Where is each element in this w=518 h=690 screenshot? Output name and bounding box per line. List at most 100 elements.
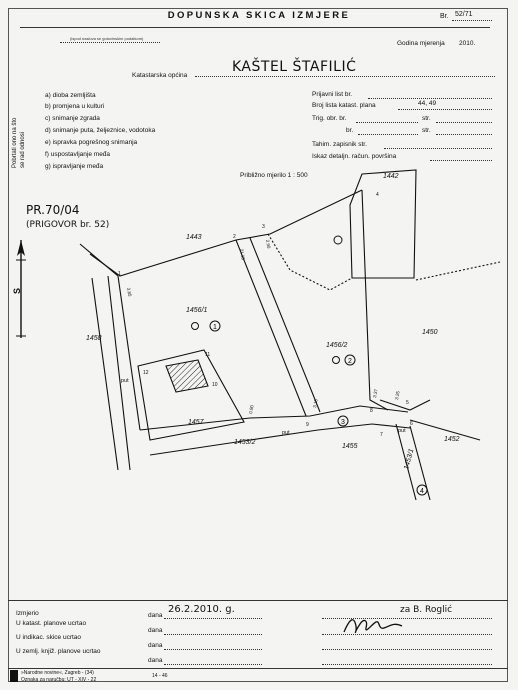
circle-1-label: 1 — [213, 324, 217, 331]
west-boundary-1456-1 — [117, 275, 141, 431]
dana-label-4: dana — [148, 657, 163, 664]
br2-str-line — [436, 134, 492, 135]
publisher-logo-icon — [10, 670, 18, 682]
signature-line-4 — [322, 664, 492, 665]
trig-label: Trig. obr. br. — [312, 115, 347, 122]
godina-label: Godina mjerenja — [397, 40, 445, 47]
document-frame — [8, 8, 508, 682]
circle-1 — [209, 320, 221, 332]
caption-line — [60, 42, 160, 43]
dashed-east — [415, 261, 501, 281]
north-arrow-icon — [16, 240, 26, 338]
br2-label: br. — [346, 127, 354, 134]
parcel-1455: 1455 — [342, 443, 358, 450]
prijavni-label: Prijavni list br. — [312, 91, 353, 98]
point-2: 2 — [233, 234, 236, 240]
parcel-1443: 1443 — [186, 234, 202, 241]
dana-line-2 — [164, 634, 262, 635]
junction-boundary — [379, 399, 431, 411]
measurement-2: 21.15 — [239, 248, 246, 260]
katastarska-label: Katastarska općina — [132, 72, 188, 79]
measurement-3: 2.90 — [265, 239, 272, 249]
northwest-boundary — [79, 243, 119, 277]
road-label-west: put — [121, 378, 129, 384]
dana-line-1 — [164, 618, 262, 619]
trig-str-label: str. — [422, 115, 431, 122]
trig-str-line — [436, 122, 492, 123]
broj-lista-value: 44, 49 — [418, 100, 437, 107]
form-code: Oznaka za naručbu: UT - XIV - 22 — [21, 677, 97, 683]
parcel-1457-boundary — [137, 349, 245, 441]
circle-4 — [416, 484, 428, 496]
purpose-d: d) snimanje puta, željeznice, vodotoka — [45, 127, 156, 134]
point-8: 8 — [370, 408, 373, 414]
house-hatched — [165, 359, 209, 393]
west-road-edge-1 — [91, 277, 119, 471]
parcel-1452-boundary — [409, 419, 481, 441]
point-7: 7 — [380, 432, 383, 438]
signature-line-3 — [322, 649, 492, 650]
document-title: DOPUNSKA SKICA IZMJERE — [167, 10, 351, 21]
tahim-label: Tahim. zapisnik str. — [312, 141, 367, 148]
row2-label: U indikac. skice ucrtao — [16, 634, 82, 641]
measurement-6: 3.37 — [372, 388, 379, 398]
point-9: 9 — [306, 422, 309, 428]
signature-line-2 — [322, 634, 492, 635]
prijavni-line — [368, 98, 492, 99]
parcel-1458: 1458 — [86, 335, 102, 342]
br2-line — [358, 134, 418, 135]
katastarska-line — [195, 76, 495, 77]
circle-2 — [344, 354, 356, 366]
za-name: za B. Roglić — [400, 605, 453, 615]
circle-3 — [337, 415, 349, 427]
header-caption: (ispod naslova se gotovinskim podatkom) — [70, 36, 144, 41]
br-line — [452, 20, 492, 21]
signature-icon — [343, 619, 403, 634]
katastarska-value: KAŠTEL ŠTAFILIĆ — [232, 59, 357, 75]
parcel-1450: 1450 — [422, 329, 438, 336]
point-11: 11 — [205, 352, 210, 358]
purpose-e: e) ispravka pogrešnog snimanja — [45, 139, 138, 146]
measurement-1: 3.85 — [126, 287, 133, 297]
footer-bottom-rule — [8, 668, 508, 669]
purpose-f: f) uspostavljanje međa — [45, 151, 111, 158]
signature-line-1 — [322, 618, 492, 619]
dana-label-2: dana — [148, 627, 163, 634]
publisher-text: »Narodne novine«, Zagreb - (34) — [21, 670, 94, 676]
north-boundary — [89, 189, 363, 277]
br2-str-label: str. — [422, 127, 431, 134]
road-upper-edge — [139, 405, 409, 431]
road-label-east: put — [398, 428, 406, 434]
izmjerio-label: Izmjerio — [16, 610, 39, 617]
purpose-g: g) ispravljanje međa — [45, 163, 104, 170]
izmjerio-date: 26.2.2010. g. — [168, 604, 235, 615]
row1-label: U katast. planove ucrtao — [16, 620, 87, 627]
west-road-edge-2 — [107, 275, 131, 471]
measurement-4: 0.90 — [248, 404, 255, 414]
header-rule — [20, 27, 490, 28]
case-ref: PR.70/04 — [26, 203, 80, 217]
parcel-1452: 1452 — [444, 436, 460, 443]
parcel-1456-1: 1456/1 — [186, 307, 208, 314]
point-10: 10 — [212, 382, 218, 388]
row3-label: U zemlj. knjiž. planove ucrtao — [16, 648, 101, 655]
iskaz-line — [430, 160, 492, 161]
trig-line — [356, 122, 418, 123]
east-boundary-1456-2-right — [361, 189, 389, 411]
point-5: 5 — [406, 400, 409, 406]
parcel-1456-2: 1456/2 — [326, 342, 348, 349]
purpose-c: c) snimanje zgrada — [45, 115, 100, 122]
dana-line-3 — [164, 649, 262, 650]
dana-line-4 — [164, 664, 262, 665]
tahim-line — [384, 148, 492, 149]
dana-label-1: dana — [148, 612, 163, 619]
measurement-5: 3.13 — [312, 398, 319, 408]
circle-4-label: 4 — [420, 488, 424, 495]
east-boundary-1456-1 — [235, 239, 307, 417]
point-3: 3 — [262, 224, 265, 230]
east-boundary-1456-2 — [249, 237, 321, 413]
symbol-1456-1 — [191, 322, 199, 330]
dashed-boundary — [267, 233, 353, 291]
iskaz-label: Iskaz detaljn. račun. površina — [312, 153, 397, 160]
scale-note: Približno mjerilo 1 : 500 — [240, 172, 308, 179]
